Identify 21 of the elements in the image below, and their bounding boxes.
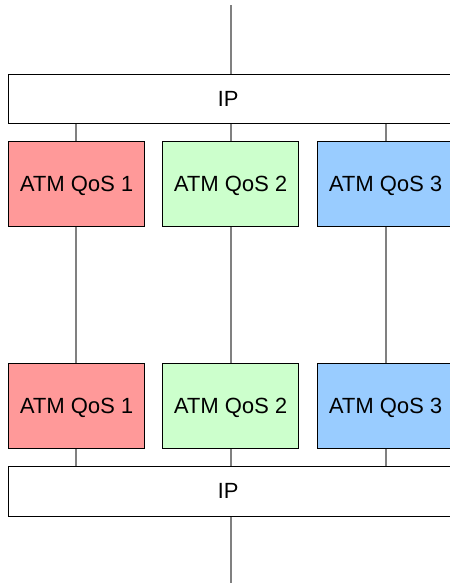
queue-box — [317, 363, 450, 449]
queue-box — [8, 141, 145, 227]
node-label: ATM QoS 2 — [172, 392, 288, 420]
node-label: IP — [216, 84, 240, 113]
node-label: ATM QoS 3 — [328, 392, 444, 420]
connector-line — [230, 124, 232, 142]
node-label: ATM QoS 1 — [18, 170, 134, 198]
queue-box — [8, 363, 145, 449]
layer-box — [8, 74, 450, 124]
node-label: ATM QoS 1 — [18, 392, 134, 420]
connector-line — [230, 516, 232, 583]
connector-line — [230, 226, 232, 364]
layer-box — [8, 466, 450, 517]
queue-box — [317, 141, 450, 227]
node-label: ATM QoS 3 — [328, 170, 444, 198]
queue-box — [162, 141, 299, 227]
connector-line — [230, 4, 232, 74]
queue-box — [162, 363, 299, 449]
node-label: ATM QoS 2 — [172, 170, 288, 198]
node-label: IP — [216, 477, 240, 506]
connector-line — [230, 448, 232, 466]
